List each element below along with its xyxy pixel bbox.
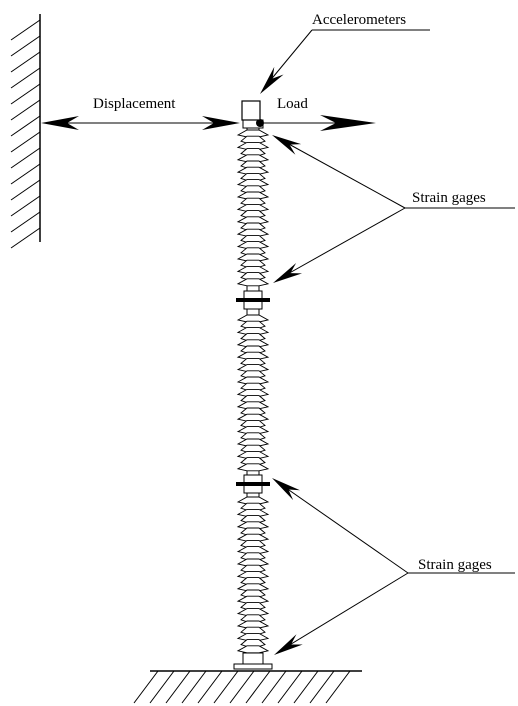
insulator-base-fitting [242,652,264,666]
wall-hatch-line [10,35,41,57]
strain-gages-bottom-label: Strain gages [418,557,492,573]
ground-hatch-line [181,670,207,704]
insulator-flange-plate [236,482,270,486]
wall-hatch-line [10,147,41,169]
strain-gages-top-pointer-upper [275,136,406,209]
ground-hatch-line [149,670,175,704]
wall-hatch-line [10,163,41,185]
load-arrow [256,115,376,131]
accelerometers-pointer [260,29,430,94]
ground-hatch-line [293,670,319,704]
ground-hatch-line [197,670,223,704]
ground-hatch-line [325,670,351,704]
wall-hatch-line [10,211,41,233]
wall-hatch-line [10,227,41,249]
strain-gages-top-pointer-lower [276,207,406,281]
accelerometers-arrowhead [260,66,284,94]
ground-hatch-line [277,670,303,704]
accelerometer-block [241,100,261,121]
strain-gages-bottom-pointer [272,478,515,655]
wall-hatch-line [10,67,41,89]
displacement-arrow [41,116,240,130]
wall-hatch-line [10,195,41,217]
insulator-base-plate [233,663,273,670]
wall-hatch-line [10,115,41,137]
load-label: Load [277,96,308,112]
ground-base [133,670,362,704]
ground-hatch-line [213,670,239,704]
displacement-arrowhead-right [202,116,240,130]
wall-hatch [10,19,41,249]
wall-hatch-line [10,99,41,121]
insulator-flange-plate [236,298,270,302]
strain-gages-bottom-arrowhead-upper [272,478,301,501]
strain-gages-top-arrowhead-upper [272,135,302,155]
wall-hatch-line [10,51,41,73]
accelerometers-label: Accelerometers [312,12,406,28]
load-arrowhead [320,115,376,131]
strain-gages-top-pointer [272,135,515,283]
ground-hatch-line [133,670,159,704]
ground-hatch [133,670,351,704]
insulator-shed [236,278,270,287]
wall-hatch-line [10,83,41,105]
post-insulator [233,119,273,670]
ground-hatch-line [245,670,271,704]
strain-gages-bottom-arrowhead-lower [274,634,303,655]
displacement-arrowhead-left [41,116,79,130]
strain-gages-bottom-pointer-upper [275,480,409,574]
wall-hatch-line [10,131,41,153]
ground-hatch-line [309,670,335,704]
load-point [256,119,264,127]
ground-hatch-line [229,670,255,704]
strain-gages-top-label: Strain gages [412,190,486,206]
wall-hatch-line [10,19,41,41]
strain-gages-top-arrowhead-lower [273,262,303,283]
displacement-label: Displacement [93,96,176,112]
ground-hatch-line [165,670,191,704]
strain-gages-bottom-pointer-lower [277,572,409,653]
ground-hatch-line [261,670,287,704]
wall-hatch-line [10,179,41,201]
insulator-shed [236,463,270,472]
reaction-wall [10,14,41,249]
insulator-shed [236,645,270,654]
